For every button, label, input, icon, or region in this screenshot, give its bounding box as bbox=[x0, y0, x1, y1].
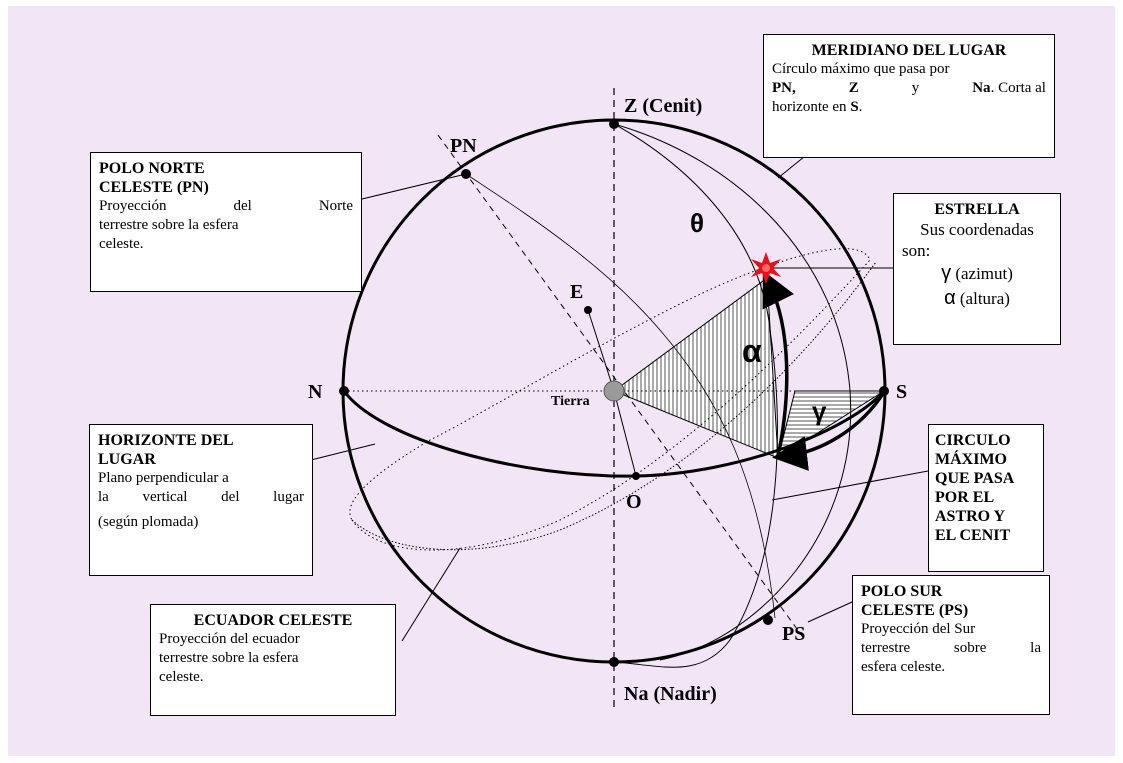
meridiano-z: Z bbox=[848, 80, 859, 96]
celestial-equator-back bbox=[349, 248, 871, 551]
theta-label: θ bbox=[690, 208, 704, 238]
polo-sur-line2: terrestre sobre la bbox=[861, 640, 1041, 656]
horizonte-line1: Plano perpendicular a bbox=[98, 470, 229, 486]
polo-norte-title1: POLO NORTE bbox=[99, 160, 205, 177]
circulo-line1: CIRCULO bbox=[935, 432, 1011, 449]
zenith-label: Z (Cenit) bbox=[624, 95, 702, 117]
meridiano-na-wrap: Na. Corta al bbox=[972, 79, 1046, 98]
nadir-label: Na (Nadir) bbox=[624, 683, 717, 705]
polo-sur-box: POLO SUR CELESTE (PS) Proyección del Sur… bbox=[852, 575, 1050, 715]
connector-horizonte bbox=[310, 443, 376, 461]
altitude-arc bbox=[762, 270, 794, 457]
circulo-line2: MÁXIMO bbox=[935, 451, 1007, 468]
alpha-label: α bbox=[742, 333, 762, 369]
ecuador-title: ECUADOR CELESTE bbox=[193, 612, 353, 629]
north-label: N bbox=[308, 381, 323, 403]
east-line bbox=[587, 309, 615, 392]
ecuador-box: ECUADOR CELESTE Proyección del ecuador t… bbox=[150, 604, 396, 716]
south-pole-label: PS bbox=[782, 623, 805, 645]
north-point bbox=[339, 386, 349, 396]
meridiano-horizonte: horizonte en bbox=[772, 99, 847, 115]
connector-polo-norte bbox=[361, 173, 467, 200]
estrella-alpha-symbol: α bbox=[944, 287, 956, 309]
estrella-gamma-text: (azimut) bbox=[955, 264, 1013, 283]
earth-label: Tierra bbox=[551, 394, 590, 409]
star-icon bbox=[751, 252, 781, 284]
polo-sur-line3: esfera celeste. bbox=[861, 659, 946, 675]
north-pole-point bbox=[461, 169, 471, 179]
south-pole-point bbox=[763, 615, 773, 625]
estrella-gamma-symbol: γ bbox=[941, 262, 952, 284]
meridiano-line3: horizonte en S. bbox=[772, 98, 1046, 117]
meridiano-box: MERIDIANO DEL LUGAR Círculo máximo que p… bbox=[763, 34, 1055, 158]
polo-sur-line1: Proyección del Sur bbox=[861, 621, 976, 637]
horizonte-line2: la vertical del lugar bbox=[98, 489, 304, 505]
polo-norte-line1: Proyección del Norte bbox=[99, 198, 353, 214]
circulo-box: CIRCULO MÁXIMO QUE PASA POR EL ASTRO Y E… bbox=[928, 424, 1044, 572]
earth-icon bbox=[603, 380, 625, 402]
meridiano-s: S bbox=[850, 99, 859, 115]
estrella-alpha: α (altura) bbox=[902, 286, 1052, 311]
polo-norte-line2: terrestre sobre la esfera bbox=[99, 217, 239, 233]
estrella-line2: son: bbox=[902, 241, 931, 260]
horizonte-line3: (según plomada) bbox=[98, 514, 199, 530]
meridiano-period: . bbox=[858, 99, 863, 115]
connector-ecuador bbox=[401, 547, 461, 642]
connector-circulo bbox=[771, 470, 929, 501]
west-label: O bbox=[626, 491, 642, 513]
connector-polo-sur bbox=[807, 601, 853, 623]
altitude-triangle bbox=[612, 277, 779, 459]
polo-norte-title2: CELESTE (PN) bbox=[99, 179, 209, 196]
west-point bbox=[632, 472, 640, 480]
gamma-label: γ bbox=[812, 396, 827, 426]
north-pole-label: PN bbox=[450, 135, 477, 157]
estrella-line1: Sus coordenadas bbox=[920, 220, 1034, 239]
nadir-point bbox=[609, 657, 619, 667]
east-point bbox=[584, 306, 592, 314]
azimuth-arc bbox=[772, 391, 886, 471]
meridiano-corta: . Corta al bbox=[990, 80, 1046, 96]
meridiano-na: Na bbox=[972, 80, 991, 96]
ecuador-line1: Proyección del ecuador bbox=[159, 631, 300, 647]
hour-circle bbox=[465, 173, 776, 619]
polo-norte-line3: celeste. bbox=[99, 236, 144, 252]
horizonte-title1: HORIZONTE DEL bbox=[98, 432, 234, 449]
polo-sur-title2: CELESTE (PS) bbox=[861, 602, 969, 619]
zenith-point bbox=[609, 119, 619, 129]
estrella-box: ESTRELLA Sus coordenadas son: γ (azimut)… bbox=[893, 193, 1061, 345]
estrella-alpha-text: (altura) bbox=[959, 289, 1010, 308]
circulo-line4: POR EL bbox=[935, 489, 995, 506]
horizonte-title2: LUGAR bbox=[98, 451, 156, 468]
estrella-gamma: γ (azimut) bbox=[902, 261, 1052, 286]
meridiano-y: y bbox=[911, 80, 920, 96]
meridiano-line2: PN, Z y Na. Corta al bbox=[772, 79, 1046, 98]
meridiano-pn: PN, bbox=[772, 80, 796, 96]
meridiano-title: MERIDIANO DEL LUGAR bbox=[811, 42, 1007, 59]
circulo-line6: EL CENIT bbox=[935, 527, 1011, 544]
horizonte-box: HORIZONTE DEL LUGAR Plano perpendicular … bbox=[89, 424, 313, 576]
ecuador-line3: celeste. bbox=[159, 669, 204, 685]
south-point bbox=[879, 386, 889, 396]
meridiano-line1: Círculo máximo que pasa por bbox=[772, 61, 950, 77]
local-meridian bbox=[613, 123, 852, 661]
east-label: E bbox=[570, 281, 583, 303]
polo-norte-box: POLO NORTE CELESTE (PN) Proyección del N… bbox=[90, 152, 362, 292]
ecuador-line2: terrestre sobre la esfera bbox=[159, 650, 299, 666]
azimuth-triangle bbox=[777, 390, 886, 460]
polo-sur-title1: POLO SUR bbox=[861, 583, 943, 600]
estrella-title: ESTRELLA bbox=[934, 201, 1020, 218]
circulo-line5: ASTRO Y bbox=[935, 508, 1006, 525]
celestial-equator-front bbox=[351, 261, 877, 551]
south-label: S bbox=[896, 381, 907, 403]
circulo-line3: QUE PASA bbox=[935, 470, 1015, 487]
west-line bbox=[613, 390, 637, 477]
